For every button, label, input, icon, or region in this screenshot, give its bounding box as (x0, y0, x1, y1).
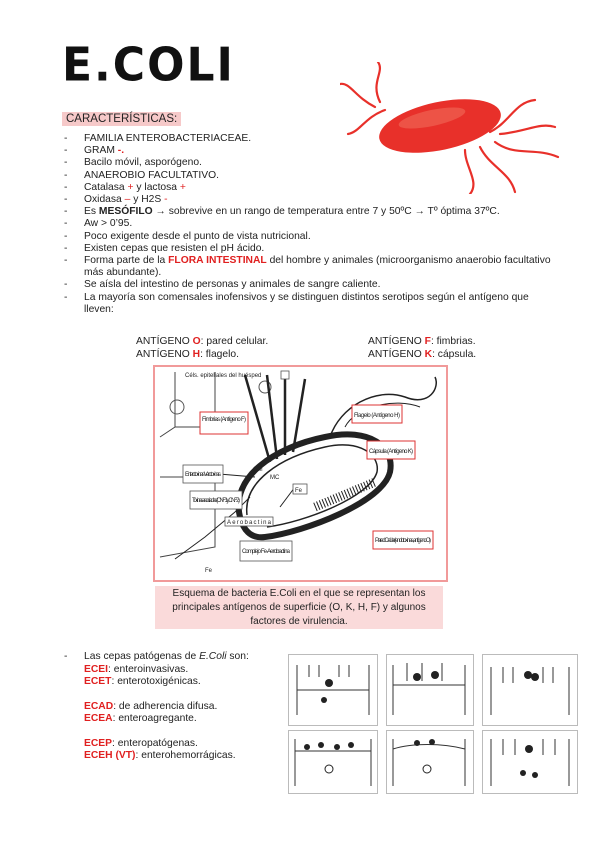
strain-ecea: ECEA: enteroagregante. (84, 713, 197, 724)
label-complejo: Complejo Fe-Aerobactina (242, 549, 291, 555)
label-aerobactina: Aerobactina (227, 520, 272, 526)
label-enterotoxinas: Enterotoxinas Verotoxinas (185, 472, 221, 478)
page-title: E.COLI (62, 38, 235, 93)
label-fe-inner: Fe (295, 488, 303, 494)
feature-item: Catalasa + y lactosa + (62, 182, 552, 194)
label-mc: MC (270, 475, 280, 481)
feature-item: Se aísla del intestino de personas y ani… (62, 279, 552, 291)
pathogenesis-diagram-1 (288, 654, 378, 726)
feature-item: GRAM -. (62, 145, 552, 157)
strain-ecei: ECEI: enteroinvasivas. (84, 663, 189, 675)
label-capsula: Cápsula (Antígeno K) (369, 449, 413, 455)
feature-item: ANAEROBIO FACULTATIVO. (62, 170, 552, 182)
strains-section: - Las cepas patógenas de E.Coli son: ECE… (62, 651, 282, 763)
feature-item: FAMILIA ENTEROBACTERIACEAE. (62, 133, 552, 145)
antigen-f: ANTÍGENO F: fimbrias. (368, 336, 476, 347)
feature-item: Oxidasa – y H2S - (62, 194, 552, 206)
label-pared-celular: Pared Celular (endotoxinas, antígeno O) (375, 538, 431, 544)
label-toxinas: Toxinas asociadas (CNF1 y CNF2) (192, 498, 240, 504)
label-om: OM (253, 467, 263, 473)
figure-caption: Esquema de bacteria E.Coli en el que se … (155, 586, 443, 629)
feature-item: La mayoría son comensales inofensivos y … (62, 292, 552, 316)
strain-ecet: ECET: enterotoxigénicas. (84, 676, 201, 687)
label-fe: Fe (205, 568, 213, 574)
label-flagelo: Flagelo (Antígeno H) (354, 413, 400, 419)
pathogenesis-diagram-4 (288, 730, 378, 794)
section-heading: CARACTERÍSTICAS: (62, 112, 182, 126)
strain-ecep: ECEP: enteropatógenas. (84, 737, 198, 749)
label-fimbrias: Fimbrias (Antígeno F) (202, 417, 246, 423)
strain-eceh: ECEH (VT): enterohemorrágicas. (84, 750, 236, 761)
label-host-cells: Céls. epiteliales del huésped (185, 373, 261, 379)
features-list: FAMILIA ENTEROBACTERIACEAE.GRAM -.Bacilo… (62, 133, 552, 316)
strain-ecad: ECAD: de adherencia difusa. (84, 700, 218, 712)
bacteria-diagram: Céls. epiteliales del huésped Fimbrias (… (153, 365, 448, 582)
antigen-k: ANTÍGENO K: cápsula. (368, 349, 477, 360)
pathogenesis-diagram-6 (482, 730, 578, 794)
feature-item: Es MESÓFILO → sobrevive en un rango de t… (62, 206, 552, 218)
feature-item: Forma parte de la FLORA INTESTINAL del h… (62, 255, 552, 279)
feature-item: Existen cepas que resisten el pH ácido. (62, 243, 552, 255)
feature-item: Poco exigente desde el punto de vista nu… (62, 231, 552, 243)
strains-intro: - Las cepas patógenas de E.Coli son: (64, 651, 249, 662)
pathogenesis-diagram-5 (386, 730, 474, 794)
antigen-o: ANTÍGENO O: pared celular. (136, 336, 269, 347)
pathogenesis-diagram-3 (482, 654, 578, 726)
pathogenesis-diagram-2 (386, 654, 474, 726)
feature-item: Bacilo móvil, asporógeno. (62, 157, 552, 169)
feature-item: Aw > 0’95. (62, 218, 552, 230)
antigen-h: ANTÍGENO H: flagelo. (136, 349, 240, 360)
